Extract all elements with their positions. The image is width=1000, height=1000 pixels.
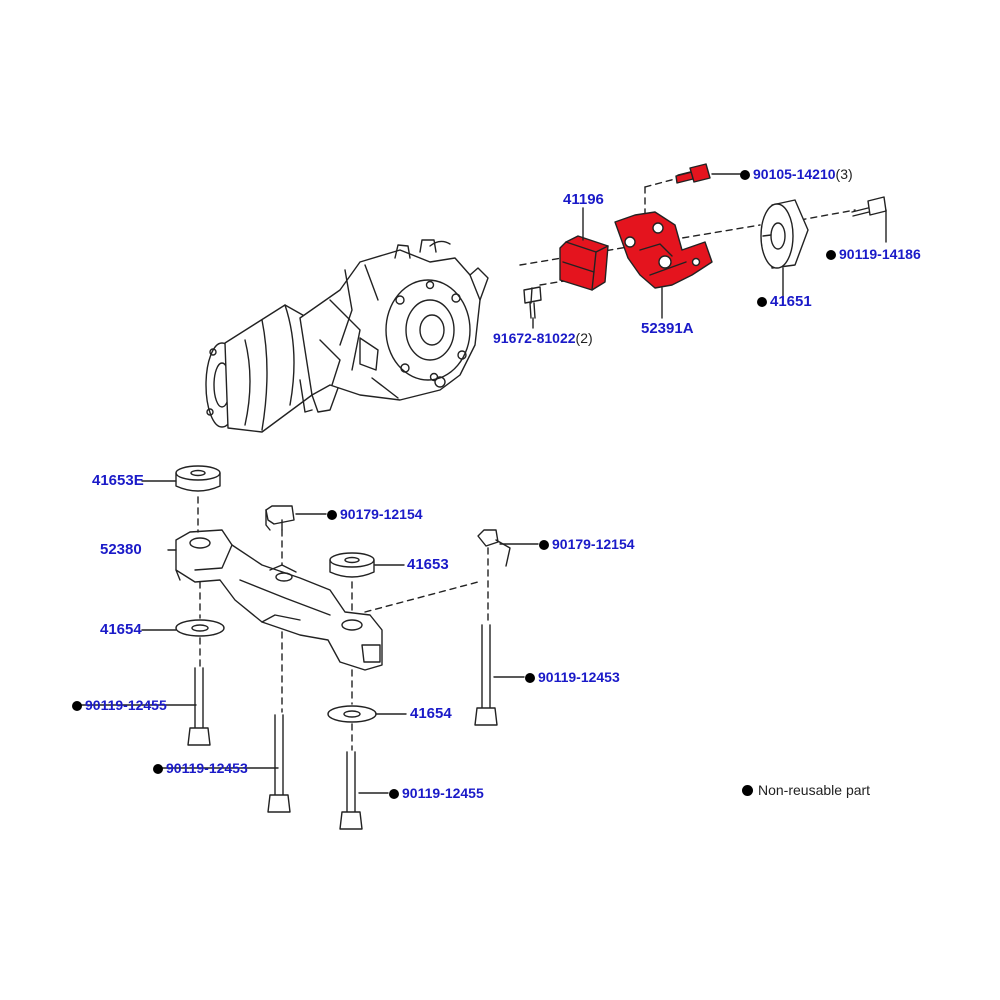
label-90105-14210: 90105-14210(3) [740, 166, 853, 182]
label-41654-right: 41654 [410, 705, 452, 722]
label-90119-12455-left: 90119-12455 [72, 697, 167, 713]
label-90179-12154-left: 90179-12154 [327, 506, 423, 522]
label-41654-left: 41654 [100, 621, 142, 638]
bolt-90119-12455-right [339, 751, 363, 830]
label-90119-12453-right: 90119-12453 [525, 669, 620, 685]
differential-assembly [205, 239, 489, 433]
bolt-91672 [523, 286, 542, 319]
label-52380: 52380 [100, 541, 142, 558]
washer-41654-right [327, 705, 377, 723]
leader-lines [79, 173, 887, 794]
label-90119-12455-right: 90119-12455 [389, 785, 484, 801]
label-90119-12453-center: 90119-12453 [153, 760, 248, 776]
label-90179-12154-right: 90179-12154 [539, 536, 635, 552]
bracket-90179-right [477, 529, 511, 567]
bolt-90119-12453-right [474, 624, 498, 726]
filled-dot-icon [742, 785, 753, 796]
non-reusable-dot-icon [327, 510, 337, 520]
bushing-41653e [175, 465, 221, 492]
mount-41196 [559, 235, 609, 291]
legend-text: Non-reusable part [758, 782, 871, 798]
label-41653: 41653 [407, 556, 449, 573]
non-reusable-dot-icon [826, 250, 836, 260]
non-reusable-dot-icon [72, 701, 82, 711]
non-reusable-dot-icon [757, 297, 767, 307]
label-41651: 41651 [757, 294, 812, 310]
bolt-90105 [675, 163, 711, 184]
bolt-90119-12453-center [267, 714, 291, 813]
bracket-90179-left [265, 505, 295, 531]
bolt-90119-12455-left [187, 667, 211, 746]
label-91672-81022: 91672-81022(2) [493, 330, 593, 346]
bolt-90119-14186 [851, 196, 887, 217]
washer-41654-left [175, 619, 225, 637]
label-41196: 41196 [563, 191, 604, 208]
non-reusable-dot-icon [539, 540, 549, 550]
lower-alignment-lines [197, 496, 489, 751]
mount-41651 [760, 199, 809, 269]
bushing-41653 [329, 552, 375, 578]
bracket-52391a [614, 211, 713, 289]
label-41653e: 41653E [92, 472, 144, 489]
label-52391a: 52391A [641, 320, 694, 337]
crossmember-52380 [175, 529, 383, 671]
non-reusable-dot-icon [153, 764, 163, 774]
label-90119-14186: 90119-14186 [826, 246, 921, 262]
legend: Non-reusable part [742, 782, 870, 798]
non-reusable-dot-icon [740, 170, 750, 180]
non-reusable-dot-icon [389, 789, 399, 799]
non-reusable-dot-icon [525, 673, 535, 683]
